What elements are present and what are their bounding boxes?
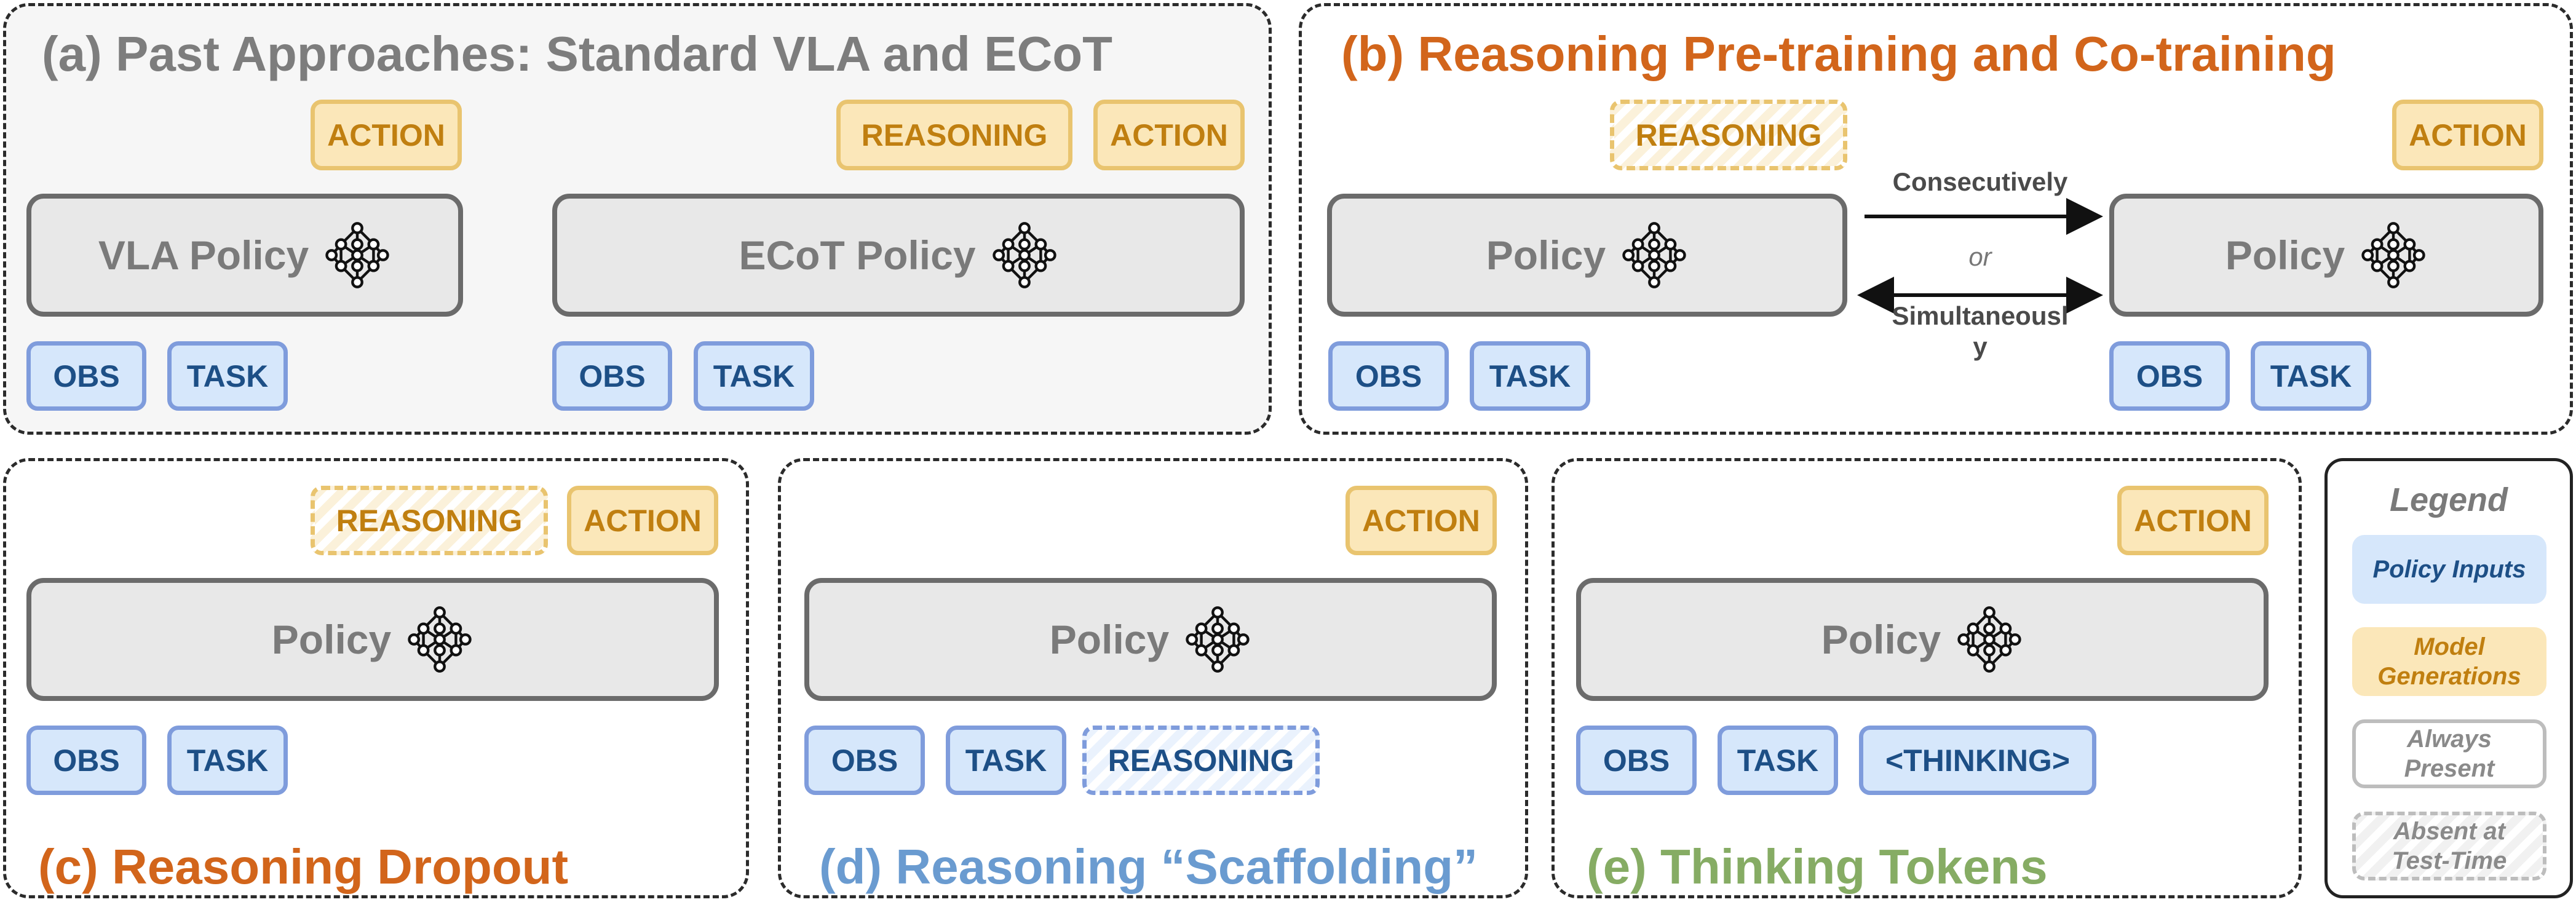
panel-d-title: (d) Reasoning “Scaffolding”: [819, 839, 1478, 894]
obs-tag: OBS: [26, 341, 146, 411]
neural-network-icon: [991, 221, 1058, 289]
action-tag: ACTION: [2392, 100, 2543, 170]
panel-reasoning-scaffolding: (d) Reasoning “Scaffolding”: [778, 458, 1528, 898]
panel-e-title: (e) Thinking Tokens: [1587, 839, 2048, 894]
policy-label: Policy: [271, 617, 392, 662]
action-tag: ACTION: [311, 100, 462, 170]
action-tag: ACTION: [2117, 486, 2269, 555]
reasoning-tag: REASONING: [1610, 100, 1847, 170]
policy-label: Policy: [1486, 232, 1606, 278]
legend-always-present: Always Present: [2352, 719, 2546, 788]
policy-box: Policy: [1327, 194, 1847, 317]
neural-network-icon: [323, 221, 391, 289]
neural-network-icon: [406, 606, 474, 673]
simultaneously-label-line2: y: [1973, 332, 1987, 361]
panel-c-title: (c) Reasoning Dropout: [38, 839, 569, 894]
neural-network-icon: [1620, 221, 1688, 289]
obs-tag: OBS: [804, 726, 925, 795]
policy-label: Policy: [1049, 617, 1170, 662]
task-tag: TASK: [1718, 726, 1838, 795]
legend-policy-inputs: Policy Inputs: [2352, 535, 2546, 604]
action-tag: ACTION: [567, 486, 718, 555]
obs-tag: OBS: [2109, 341, 2230, 411]
ecot-policy-box: ECoT Policy: [552, 194, 1245, 317]
task-tag: TASK: [167, 341, 288, 411]
simultaneously-label-line1: Simultaneousl: [1892, 301, 2069, 330]
legend-title: Legend: [2389, 481, 2508, 518]
action-tag: ACTION: [1093, 100, 1245, 170]
obs-tag: OBS: [1576, 726, 1697, 795]
policy-label: Policy: [1821, 617, 1941, 662]
reasoning-input-tag: REASONING: [1082, 726, 1320, 795]
or-label: or: [1968, 242, 1992, 271]
policy-box: Policy: [2109, 194, 2543, 317]
legend: Legend Policy Inputs Model Generations A…: [2324, 458, 2573, 898]
legend-model-generations: Model Generations: [2352, 627, 2546, 696]
task-tag: TASK: [167, 726, 288, 795]
neural-network-icon: [2360, 221, 2427, 289]
thinking-token-tag: <THINKING>: [1859, 726, 2096, 795]
vla-policy-box: VLA Policy: [26, 194, 463, 317]
panel-b-title: (b) Reasoning Pre-training and Co-traini…: [1341, 26, 2336, 81]
policy-box: Policy: [26, 578, 719, 701]
policy-box: Policy: [804, 578, 1497, 701]
panel-thinking-tokens: (e) Thinking Tokens: [1552, 458, 2302, 898]
policy-label: VLA Policy: [98, 232, 309, 278]
task-tag: TASK: [1470, 341, 1590, 411]
task-tag: TASK: [2251, 341, 2371, 411]
policy-label: ECoT Policy: [739, 232, 976, 278]
action-tag: ACTION: [1345, 486, 1497, 555]
task-tag: TASK: [694, 341, 814, 411]
reasoning-tag: REASONING: [836, 100, 1072, 170]
panel-a-title: (a) Past Approaches: Standard VLA and EC…: [42, 26, 1112, 81]
training-arrows: [1857, 198, 2103, 314]
policy-label: Policy: [2225, 232, 2345, 278]
policy-box: Policy: [1576, 578, 2269, 701]
neural-network-icon: [1184, 606, 1251, 673]
obs-tag: OBS: [26, 726, 146, 795]
panel-reasoning-dropout: (c) Reasoning Dropout: [3, 458, 749, 898]
consecutively-label: Consecutively: [1892, 167, 2068, 196]
panel-pretraining-cotraining: (b) Reasoning Pre-training and Co-traini…: [1299, 3, 2573, 435]
legend-absent-at-test-time: Absent at Test-Time: [2352, 812, 2546, 880]
obs-tag: OBS: [552, 341, 672, 411]
neural-network-icon: [1956, 606, 2023, 673]
reasoning-tag: REASONING: [311, 486, 548, 555]
obs-tag: OBS: [1328, 341, 1449, 411]
task-tag: TASK: [946, 726, 1066, 795]
